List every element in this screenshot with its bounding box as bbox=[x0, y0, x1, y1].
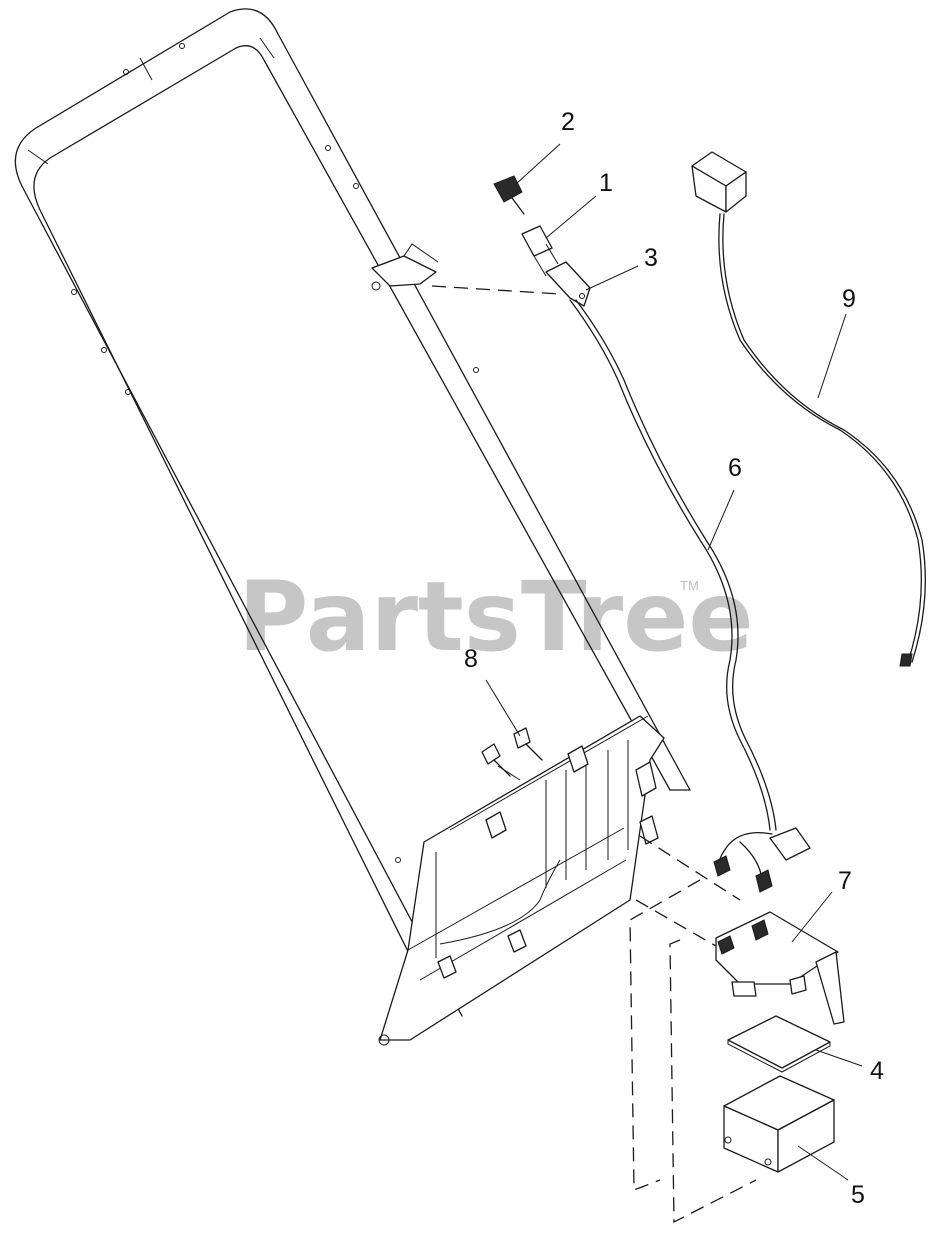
leader-7 bbox=[791, 891, 833, 943]
leader-4 bbox=[815, 1049, 863, 1067]
callout-4: 4 bbox=[870, 1057, 884, 1085]
handle-joint bbox=[259, 37, 275, 59]
leader-3 bbox=[585, 265, 639, 291]
handle-holes bbox=[71, 43, 479, 863]
harness-connector bbox=[769, 827, 811, 861]
leader-9 bbox=[817, 313, 847, 399]
handle-joint bbox=[27, 149, 49, 165]
callout-6: 6 bbox=[728, 454, 742, 482]
battery-terminal bbox=[764, 1158, 772, 1166]
ignition-switch bbox=[521, 225, 559, 277]
mount-hole bbox=[371, 281, 381, 291]
plate-hole bbox=[378, 1034, 390, 1046]
battery bbox=[723, 1075, 835, 1173]
leader-6 bbox=[707, 489, 735, 551]
tray-tab bbox=[731, 981, 757, 997]
ignition-key bbox=[493, 175, 525, 215]
leader-2 bbox=[515, 143, 561, 185]
callout-3: 3 bbox=[644, 244, 658, 272]
callout-1: 1 bbox=[599, 169, 613, 197]
key-head bbox=[493, 175, 523, 203]
switch-body bbox=[521, 225, 553, 257]
plate-clip bbox=[485, 811, 507, 839]
plate-clip bbox=[567, 745, 589, 773]
terminal bbox=[713, 855, 731, 877]
charger-plug bbox=[899, 653, 913, 667]
mower-handle bbox=[14, 8, 691, 1017]
tray-clip bbox=[717, 935, 735, 955]
mounting-screws bbox=[481, 727, 543, 781]
handle-outer-edge bbox=[14, 8, 691, 1017]
battery-tray bbox=[715, 911, 845, 1025]
callout-8: 8 bbox=[464, 645, 478, 673]
plate-body bbox=[379, 715, 665, 1041]
leader-1 bbox=[545, 195, 597, 239]
callout-leaders bbox=[485, 143, 863, 1181]
callout-7: 7 bbox=[838, 867, 852, 895]
terminal bbox=[755, 869, 773, 893]
battery-front bbox=[777, 1099, 835, 1173]
switch-bracket bbox=[545, 261, 591, 307]
plate-clip bbox=[635, 761, 657, 797]
handle-inner-edge bbox=[33, 45, 671, 1017]
key-blade bbox=[511, 197, 525, 215]
battery-pad bbox=[727, 1015, 831, 1073]
wire-harness bbox=[569, 299, 811, 893]
plate-clip bbox=[507, 929, 527, 953]
parts-tree-watermark: PartsTree TM bbox=[238, 561, 753, 673]
callout-5: 5 bbox=[851, 1181, 865, 1209]
leader-5 bbox=[797, 1145, 849, 1181]
callout-9: 9 bbox=[842, 285, 856, 313]
harness-wire-b bbox=[575, 299, 777, 831]
tray-strap bbox=[815, 951, 845, 1025]
plate-clip bbox=[437, 955, 457, 979]
charger-cord-b bbox=[722, 213, 926, 663]
callout-2: 2 bbox=[561, 108, 575, 136]
screw-head bbox=[481, 743, 501, 765]
tray-clip bbox=[751, 919, 769, 941]
screw-shank bbox=[525, 743, 543, 761]
leader-8 bbox=[485, 679, 521, 737]
handle-switch-mount bbox=[371, 255, 437, 287]
plate-clip bbox=[639, 815, 659, 845]
charger-front bbox=[725, 171, 747, 213]
control-box-plate bbox=[378, 715, 665, 1046]
handle-switch-mount-lip bbox=[403, 243, 439, 263]
handle-joint bbox=[139, 57, 153, 81]
assembly-guide-lines bbox=[431, 285, 757, 1224]
watermark-brand: PartsTree bbox=[238, 561, 753, 673]
watermark-trademark: TM bbox=[680, 578, 699, 593]
charger-cord-a bbox=[718, 213, 922, 663]
bracket-body bbox=[545, 261, 591, 307]
pad-body bbox=[727, 1015, 831, 1069]
tray-tab bbox=[789, 975, 807, 995]
harness-wire-a bbox=[569, 299, 771, 831]
callout-numbers: 1 2 3 4 5 6 7 8 9 bbox=[464, 108, 884, 1209]
battery-terminal bbox=[724, 1136, 732, 1144]
battery-charger bbox=[691, 151, 926, 667]
